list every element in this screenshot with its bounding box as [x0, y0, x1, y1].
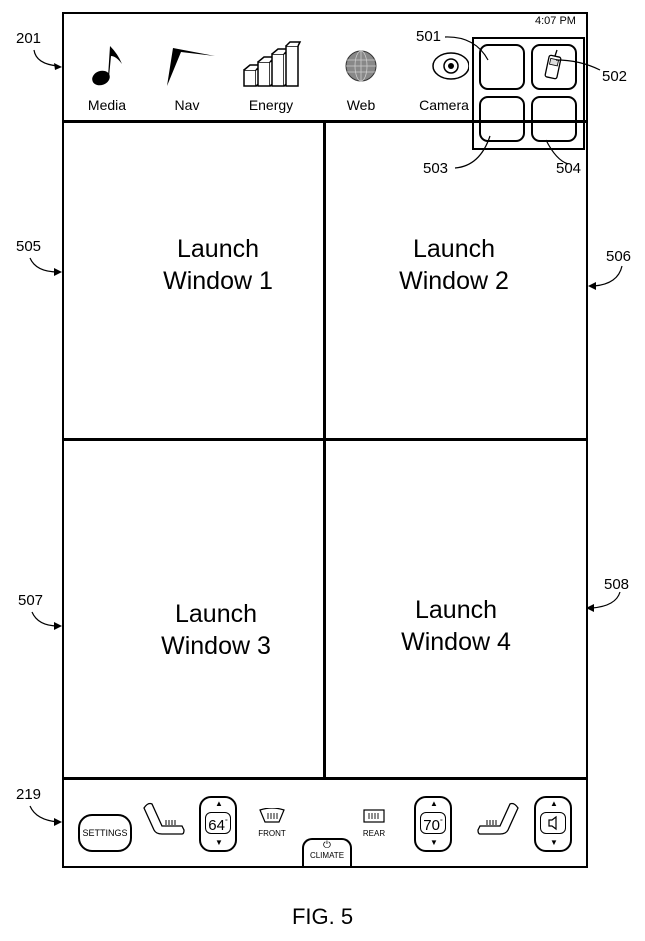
ref-505: 505 — [16, 238, 41, 255]
ref-506: 506 — [606, 248, 631, 265]
ref-219: 219 — [16, 786, 41, 803]
leader-508 — [592, 592, 620, 608]
figure-caption: FIG. 5 — [0, 904, 645, 930]
ref-507: 507 — [18, 592, 43, 609]
ref-201: 201 — [16, 30, 41, 47]
leader-502 — [556, 60, 600, 70]
leader-505 — [30, 258, 58, 272]
arrowhead-505 — [54, 268, 62, 276]
arrowhead-507 — [54, 622, 62, 630]
ref-503: 503 — [423, 160, 448, 177]
leader-503 — [455, 136, 490, 168]
arrowhead-201 — [54, 63, 62, 70]
ref-502: 502 — [602, 68, 627, 85]
ref-504: 504 — [556, 160, 581, 177]
arrowhead-506 — [588, 282, 596, 290]
leader-506 — [594, 266, 622, 286]
ref-501: 501 — [416, 28, 441, 45]
leader-219 — [30, 806, 58, 822]
leader-501 — [445, 37, 488, 60]
ref-508: 508 — [604, 576, 629, 593]
arrowhead-508 — [586, 604, 594, 612]
arrowhead-219 — [54, 818, 62, 826]
